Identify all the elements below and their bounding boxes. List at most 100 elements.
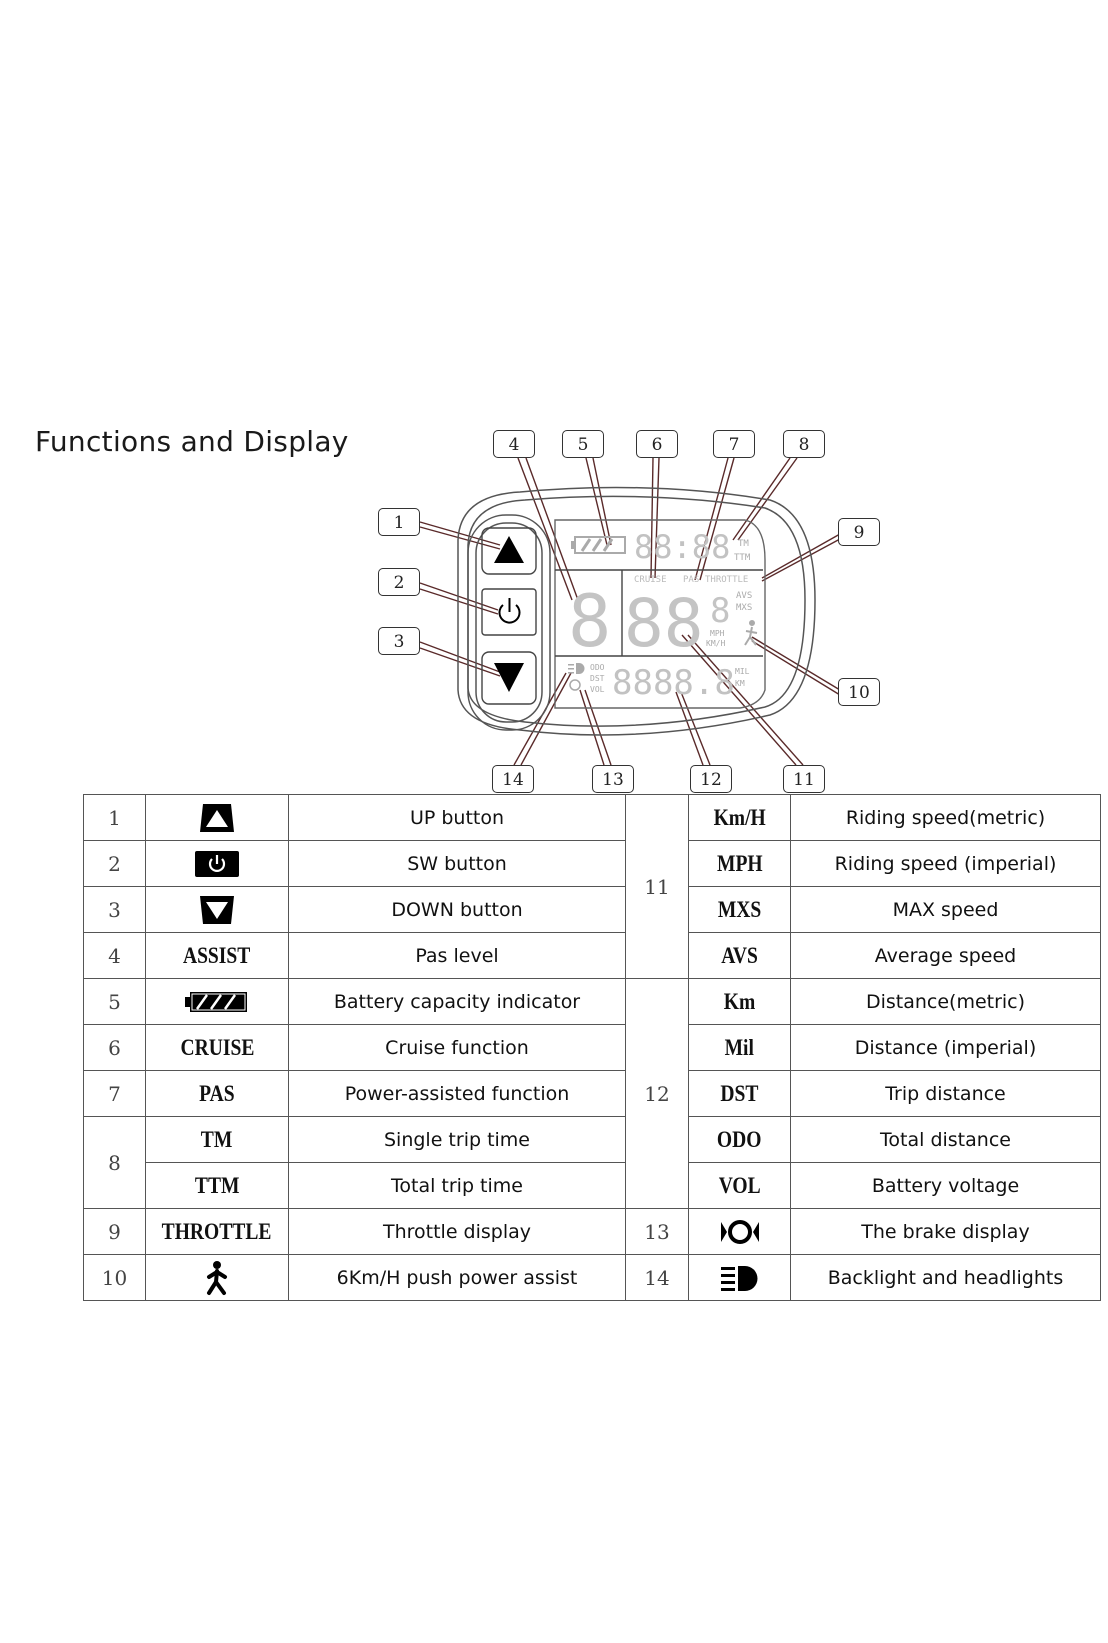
item-code: ODO: [717, 1126, 762, 1152]
svg-text:TM: TM: [738, 539, 749, 549]
svg-text:DST: DST: [590, 674, 605, 683]
callout-11: 11: [783, 765, 825, 793]
item-description: Riding speed (imperial): [790, 840, 1101, 887]
item-description: Total distance: [790, 1116, 1101, 1163]
item-number: 11: [625, 794, 689, 979]
item-description: SW button: [288, 840, 626, 887]
down-arrow-icon: [494, 663, 524, 692]
display-housing: [457, 486, 816, 736]
up-arrow-icon: [494, 536, 524, 563]
lcd-screen: [554, 519, 766, 709]
item-description: DOWN button: [288, 886, 626, 933]
item-description: MAX speed: [790, 886, 1101, 933]
item-code: TM: [201, 1126, 233, 1152]
item-number: 7: [83, 1070, 146, 1117]
item-description: Throttle display: [288, 1208, 626, 1255]
svg-text:VOL: VOL: [590, 685, 605, 694]
svg-text:CRUISE: CRUISE: [634, 575, 667, 585]
callout-10: 10: [838, 678, 880, 706]
svg-text:ODO: ODO: [590, 663, 605, 672]
item-code: DST: [720, 1080, 759, 1106]
hardware-buttons: [481, 527, 537, 705]
item-code: PAS: [199, 1080, 235, 1106]
page-title: Functions and Display: [35, 425, 349, 458]
item-number: 5: [83, 978, 146, 1025]
table-row: 2 SW button MPH Riding speed (imperial): [83, 840, 1101, 887]
lcd-speed-digits: 88: [624, 585, 703, 662]
item-description: Distance (imperial): [790, 1024, 1101, 1071]
lcd-battery: [574, 536, 626, 554]
item-code: Km/H: [713, 804, 766, 830]
table-row: 8 TM Single trip time ODO Total distance: [83, 1116, 1101, 1209]
table-row: 5 Battery capacity indicator 12 Km Dista…: [83, 978, 1101, 1209]
battery-icon: [185, 991, 247, 1012]
lcd-distance-digits: 8888.8: [612, 663, 735, 703]
headlight-icon: [720, 1265, 757, 1291]
item-number: 1: [83, 794, 146, 841]
item-code: TTM: [194, 1172, 240, 1198]
walking-person-icon: [207, 1260, 227, 1295]
item-code: MXS: [717, 896, 762, 922]
item-description: Battery capacity indicator: [288, 978, 626, 1025]
leader-lines: [419, 457, 841, 766]
item-number: 14: [625, 1254, 689, 1301]
item-description: 6Km/H push power assist: [288, 1254, 626, 1301]
item-description: UP button: [288, 794, 626, 841]
callout-13: 13: [592, 765, 634, 793]
display-diagram: 88:88 TM TTM CRUISE PAS THROTTLE 8 88 8 …: [419, 457, 841, 766]
svg-text:8: 8: [710, 591, 730, 631]
svg-text:AVS: AVS: [736, 591, 752, 601]
down-button-icon: [200, 895, 234, 924]
item-description: Battery voltage: [790, 1162, 1101, 1209]
table-row: 7 PAS Power-assisted function DST Trip d…: [83, 1070, 1101, 1117]
table-row: 6 CRUISE Cruise function Mil Distance (i…: [83, 1024, 1101, 1071]
power-button-icon: [195, 850, 239, 877]
svg-text:KM/H: KM/H: [706, 639, 725, 648]
callout-4: 4: [493, 430, 535, 458]
function-table: 1 UP button 11 Km/H Riding speed(metric)…: [83, 794, 1101, 1301]
callout-8: 8: [783, 430, 825, 458]
item-description: Power-assisted function: [288, 1070, 626, 1117]
svg-text:TTM: TTM: [734, 553, 751, 563]
item-code: Mil: [724, 1034, 755, 1060]
item-description: Pas level: [288, 932, 626, 979]
table-row: 3 DOWN button MXS MAX speed: [83, 886, 1101, 933]
svg-text:KM: KM: [735, 679, 745, 688]
item-number: 12: [625, 978, 689, 1209]
up-button: [481, 527, 537, 575]
item-description: Cruise function: [288, 1024, 626, 1071]
table-row: 1 UP button 11 Km/H Riding speed(metric): [83, 794, 1101, 979]
item-number: 4: [83, 932, 146, 979]
svg-text:THROTTLE: THROTTLE: [705, 575, 748, 585]
callout-3: 3: [378, 627, 420, 655]
item-number: 13: [625, 1208, 689, 1255]
table-row: 10 6Km/H push power assist 14 Backlight …: [83, 1254, 1101, 1301]
item-description: Single trip time: [288, 1116, 626, 1163]
item-code: ASSIST: [183, 942, 251, 968]
lcd-time-digits: 88:88: [634, 528, 730, 566]
brake-icon: [720, 1219, 759, 1244]
item-description: Total trip time: [288, 1162, 626, 1209]
item-code: THROTTLE: [162, 1218, 272, 1244]
callout-12: 12: [690, 765, 732, 793]
table-row: 9 THROTTLE Throttle display 13 The brake…: [83, 1208, 1101, 1255]
item-code: AVS: [721, 942, 758, 968]
item-code: Km: [723, 988, 756, 1014]
item-description: Trip distance: [790, 1070, 1101, 1117]
item-number: 9: [83, 1208, 146, 1255]
callout-9: 9: [838, 518, 880, 546]
lcd-assist-digit: 8: [568, 579, 611, 663]
svg-text:MXS: MXS: [736, 603, 752, 613]
lcd-headlight-icon: [568, 663, 585, 674]
callout-6: 6: [636, 430, 678, 458]
item-description: The brake display: [790, 1208, 1101, 1255]
svg-text:PAS: PAS: [683, 575, 699, 585]
item-code: CRUISE: [180, 1034, 254, 1060]
item-description: Riding speed(metric): [790, 794, 1101, 841]
down-button: [481, 651, 537, 705]
item-code: MPH: [716, 850, 763, 876]
callout-14: 14: [492, 765, 534, 793]
up-button-icon: [200, 803, 234, 832]
callout-2: 2: [378, 568, 420, 596]
item-number: 8: [83, 1116, 146, 1209]
